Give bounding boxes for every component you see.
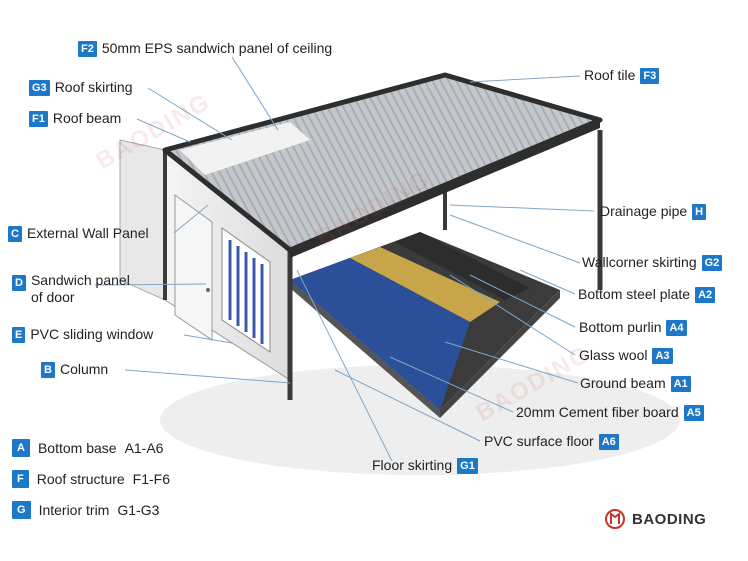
label-text: Roof beam <box>52 110 122 126</box>
label-a2: Bottom steel plate A2 <box>578 286 716 303</box>
label-c: C External Wall Panel <box>8 225 149 242</box>
door-handle <box>206 288 210 292</box>
bottom-purlin <box>395 232 530 300</box>
label-text: 20mm Cement fiber board <box>516 404 679 420</box>
label-text-line1: Sandwich panel <box>30 272 130 288</box>
label-g1: Floor skirting G1 <box>372 457 478 474</box>
legend-text: Bottom base <box>37 440 117 456</box>
legend-item: F Roof structure F1-F6 <box>12 470 170 488</box>
code-badge: A1 <box>670 375 691 392</box>
label-e: E PVC sliding window <box>12 326 153 343</box>
baoding-logo-icon <box>605 509 625 529</box>
code-badge: F3 <box>640 67 660 84</box>
code-badge: G1 <box>457 457 478 474</box>
legend-code: F <box>12 470 29 488</box>
label-text: Bottom steel plate <box>578 286 691 302</box>
label-text: Ground beam <box>580 375 666 391</box>
code-badge: A5 <box>683 404 704 421</box>
label-d: D Sandwich panel of door <box>12 272 130 306</box>
label-text: Wallcorner skirting <box>582 254 697 270</box>
legend-item: A Bottom base A1-A6 <box>12 439 163 457</box>
glass-wool <box>350 247 500 322</box>
label-text: PVC surface floor <box>484 433 594 449</box>
label-text: Roof tile <box>584 67 636 83</box>
label-f1: F1 Roof beam <box>29 110 121 127</box>
code-badge: F1 <box>29 110 48 127</box>
code-badge: A3 <box>652 347 673 364</box>
label-text: 50mm EPS sandwich panel of ceiling <box>101 40 333 56</box>
roof-beam-front <box>290 120 600 258</box>
label-text: Drainage pipe <box>600 203 688 219</box>
legend-code: A <box>12 439 30 457</box>
label-a6: PVC surface floor A6 <box>484 433 619 450</box>
label-text: Glass wool <box>579 347 648 363</box>
legend-code: G <box>12 501 31 519</box>
label-g3: G3 Roof skirting <box>29 79 133 96</box>
label-text: Bottom purlin <box>579 319 662 335</box>
label-h: Drainage pipe H <box>600 203 707 220</box>
legend-text: Roof structure <box>36 471 125 487</box>
pvc-surface-floor <box>290 258 470 410</box>
code-badge: A4 <box>666 319 687 336</box>
legend-text: Interior trim <box>38 502 110 518</box>
code-badge: H <box>692 203 707 220</box>
label-text: External Wall Panel <box>26 225 149 241</box>
code-badge: B <box>41 361 55 378</box>
label-a3: Glass wool A3 <box>579 347 673 364</box>
label-a1: Ground beam A1 <box>580 375 691 392</box>
window-glass <box>228 240 264 344</box>
eps-ceiling-panel <box>180 122 310 175</box>
label-text: Roof skirting <box>54 79 133 95</box>
label-b: B Column <box>41 361 108 378</box>
label-f3: Roof tile F3 <box>584 67 660 84</box>
roof-tile <box>165 75 600 250</box>
brand-name: BAODING <box>632 510 707 528</box>
code-badge: A6 <box>598 433 619 450</box>
code-badge: D <box>12 275 26 291</box>
legend-item: G Interior trim G1-G3 <box>12 501 159 519</box>
label-text: Column <box>59 361 109 377</box>
code-badge: C <box>8 225 22 242</box>
code-badge: G3 <box>29 79 50 96</box>
label-a4: Bottom purlin A4 <box>579 319 687 336</box>
code-badge: G2 <box>701 254 723 271</box>
brand-logo: BAODING <box>604 508 706 530</box>
legend-range: F1-F6 <box>132 471 171 487</box>
label-text: Floor skirting <box>372 457 453 473</box>
ground-beam-side <box>440 290 560 418</box>
label-f2: F2 50mm EPS sandwich panel of ceiling <box>78 40 332 57</box>
legend-range: A1-A6 <box>124 440 164 456</box>
code-badge: F2 <box>78 40 97 57</box>
ground-beam <box>290 280 440 418</box>
code-badge: A2 <box>695 286 716 303</box>
legend-range: G1-G3 <box>117 502 160 518</box>
label-g2: Wallcorner skirting G2 <box>582 254 723 271</box>
code-badge: E <box>12 326 26 343</box>
label-text-line2: of door <box>30 289 75 305</box>
label-a5: 20mm Cement fiber board A5 <box>516 404 704 421</box>
label-text: PVC sliding window <box>30 326 154 342</box>
